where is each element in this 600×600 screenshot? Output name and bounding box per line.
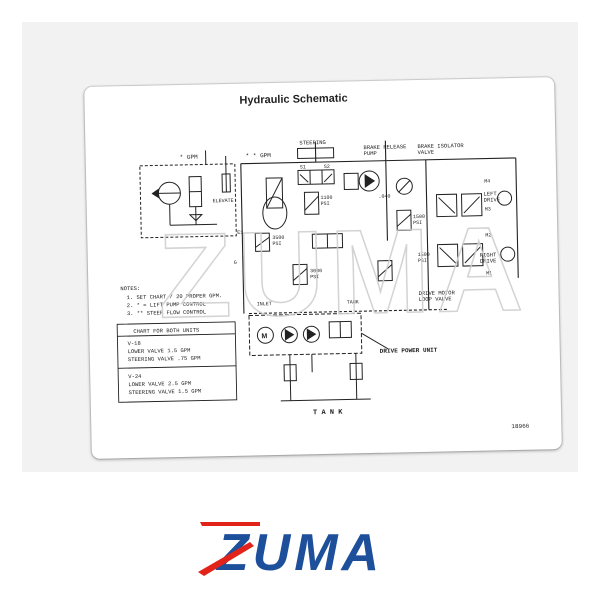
photo-background: Hydraulic Schematic * GPM ELEVATE [22,22,578,472]
label-gpm-mid: * * GPM [246,152,272,160]
drive-motor-loop-valve [377,260,393,282]
label-tank-small: TANK [347,299,359,305]
chart-row-1-model: V-18 [127,340,140,347]
notes-heading: NOTES: [120,285,140,292]
logo-red-swoosh [200,522,260,526]
label-e1: E1 [237,230,243,236]
label-steering: STEERING [299,139,326,147]
left-drive-motor [435,190,513,218]
label-tank: T A N K [313,409,343,418]
notes-line-1: 1. SET CHART / 20 PROPER GPM. [127,292,223,301]
label-psi-1100: 1100 PSI [320,195,335,207]
schematic-drawing: Hydraulic Schematic * GPM ELEVATE [116,92,531,430]
label-brake-isolator-valve: BRAKE ISOLATORVALVE [417,142,464,156]
label-s1: S1 [300,164,306,170]
brake-release-pump [343,170,380,192]
right-drive-motor [437,243,516,268]
relief-valve-1500 [396,209,412,231]
label-right-drive: RIGHTDRIVE [480,251,497,264]
logo-red-stroke [198,542,254,576]
label-psi-1500-b: 1500PSI [418,252,430,264]
notes-line-2: 2. * = LIFT PUMP CONTROL [127,300,206,309]
label-motor: M [261,333,267,340]
chart-row-1-line-2: STEERING VALVE .75 GPM [128,355,201,364]
schematic-title: Hydraulic Schematic [239,92,347,106]
brake-isolator-valve [395,177,413,195]
label-left-drive: LEFTDRIVE [483,190,500,203]
lift-circuit [139,150,237,239]
label-psi-3500: 3500PSI [272,235,284,247]
chart-row-2-model: V-24 [128,373,142,380]
label-elevate: ELEVATE [213,198,234,204]
gpm-chart-table [116,321,238,403]
label-drive-motor-loop-valve: DRIVE MOTORLOOP VALVE [418,289,455,303]
label-psi-3000: 3000PSI [310,268,322,280]
chart-row-2-line-1: LOWER VALVE 2.5 GPM [128,380,191,388]
relief-valve-1100 [303,191,320,215]
label-psi-1500: 1500PSI [413,214,425,226]
label-orifice-040: .040 [378,194,390,200]
label-drive-power-unit: DRIVE POWER UNIT [380,347,438,355]
relief-valve-3500 [254,232,344,252]
chart-header: CHART FOR BOTH UNITS [133,327,200,335]
label-gpm-left: * GPM [180,154,199,161]
label-m3: M3 [485,206,491,212]
label-m4: M4 [484,178,490,184]
label-s2: S2 [324,164,330,170]
label-m2: M2 [485,232,491,238]
label-m1: M1 [486,270,492,276]
main-pressure-lines [240,140,519,315]
zuma-watermark: ZUMA [157,202,530,344]
steering-valve [296,147,335,186]
part-number: 18966 [511,423,530,430]
chart-row-1-line-1: LOWER VALVE 1.5 GPM [128,347,191,355]
relief-valve-3000 [292,263,308,286]
label-brake-release-pump: BRAKE RELEASEPUMP [363,143,407,157]
chart-row-2-line-2: STEERING VALVE 1.5 GPM [128,388,201,397]
steer-flow-control [262,177,288,230]
hydraulic-schematic-decal: Hydraulic Schematic * GPM ELEVATE [84,77,562,459]
zuma-logo: ZUMA [198,522,379,582]
label-inlet: INLET [257,301,272,307]
label-g: G [234,260,237,266]
notes-line-3: 3. ** STEER FLOW CONTROL [127,308,206,317]
